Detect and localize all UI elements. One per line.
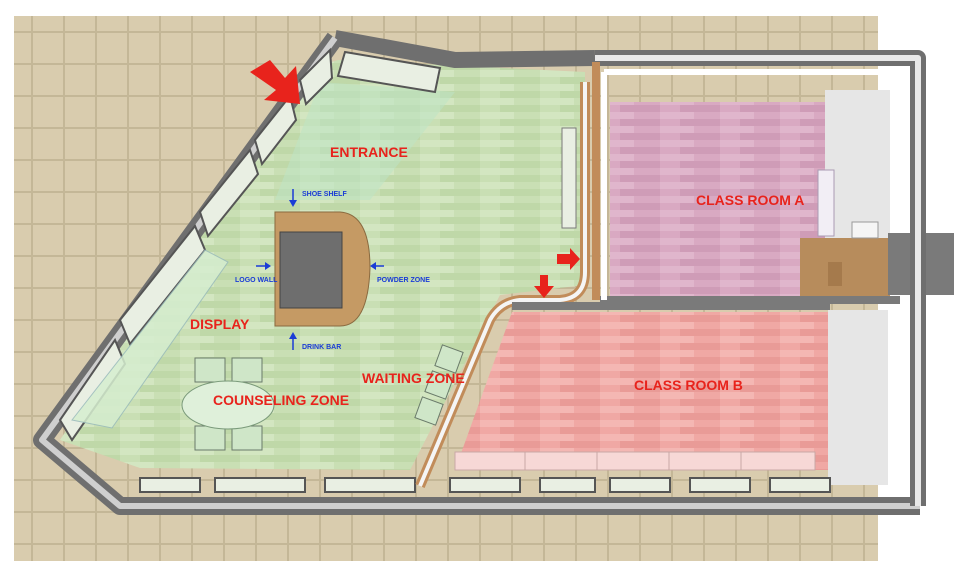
powder-zone-label: POWDER ZONE [377, 277, 430, 284]
bottom-window-frames [139, 477, 831, 493]
counseling-zone-label: COUNSELING ZONE [213, 392, 349, 408]
class-room-a-floor [610, 102, 825, 297]
interior-walls [415, 62, 904, 488]
class-room-a-shelf [817, 169, 835, 237]
shoe-shelf-label: SHOE SHELF [302, 191, 347, 198]
class-room-b-label: CLASS ROOM B [634, 377, 743, 393]
display-label: DISPLAY [190, 316, 250, 332]
lobby-side-shelf [561, 127, 577, 229]
pointer-arrow-icon [256, 189, 384, 350]
waiting-seats [414, 344, 464, 426]
entrance-label: ENTRANCE [330, 144, 408, 160]
logo-wall-label: LOGO WALL [235, 277, 278, 284]
class-room-a-cabinet [800, 238, 890, 298]
class-room-a-label: CLASS ROOM A [696, 192, 804, 208]
display-cabinet [71, 249, 229, 429]
entrance-glass-canopy [275, 82, 455, 200]
door-arrow-icon [534, 248, 580, 298]
central-counter [274, 211, 371, 327]
counseling-table [181, 357, 275, 451]
drink-bar-label: DRINK BAR [302, 344, 341, 351]
waiting-zone-label: WAITING ZONE [362, 370, 465, 386]
class-room-b-desks [454, 451, 816, 471]
entry-arrow-icon [250, 60, 300, 104]
class-room-b-floor [455, 312, 828, 470]
